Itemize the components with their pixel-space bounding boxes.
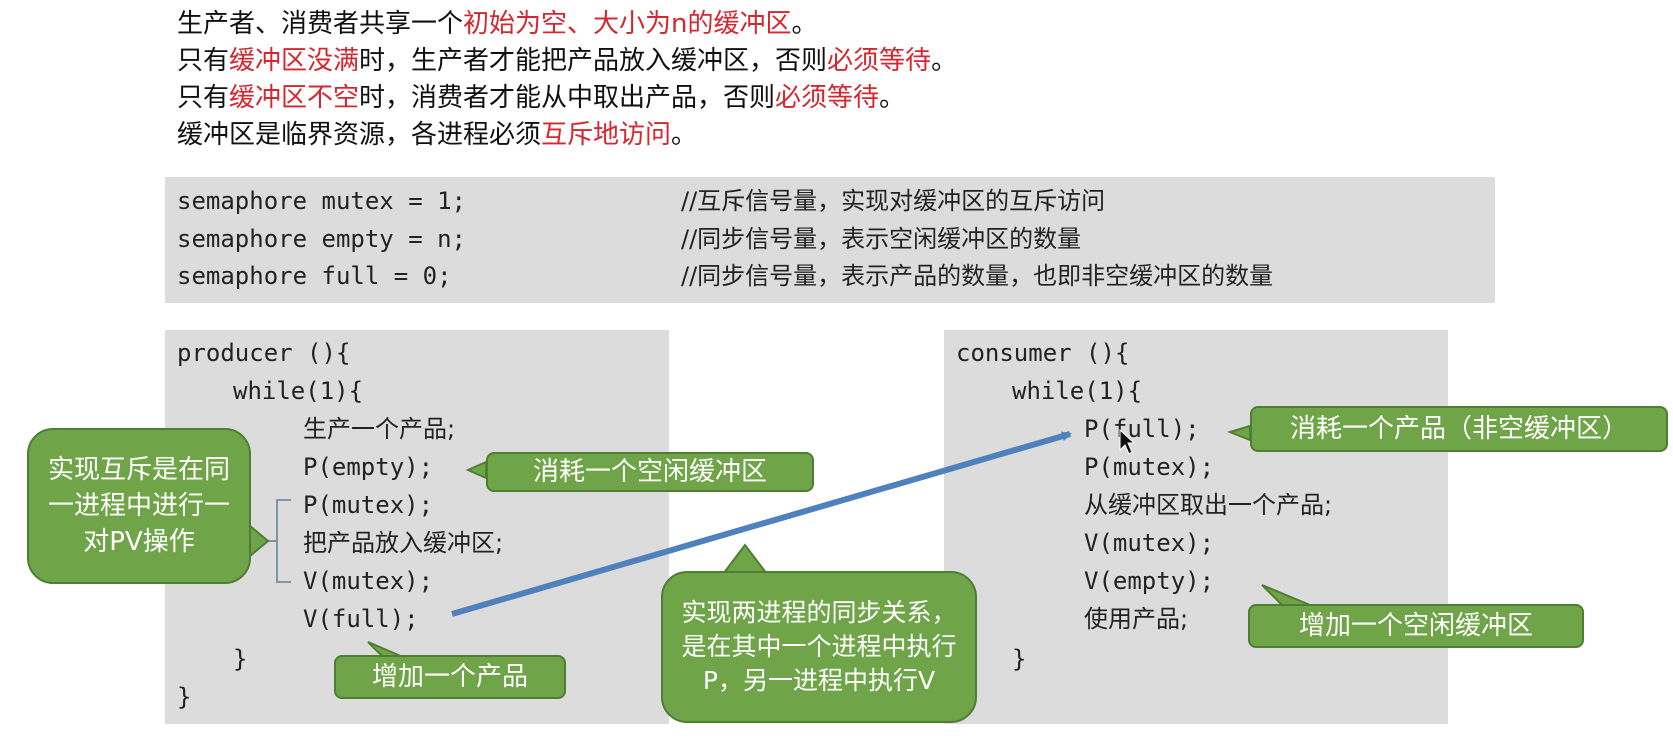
semaphore-declarations: semaphore mutex = 1;//互斥信号量，实现对缓冲区的互斥访问 … xyxy=(165,177,1495,303)
intro-line-2: 只有缓冲区没满时，生产者才能把产品放入缓冲区，否则必须等待。 xyxy=(177,43,957,80)
producer-line-v-mutex: V(mutex); xyxy=(303,567,434,595)
intro-text-span: 。 xyxy=(931,46,958,76)
producer-line-p-empty: P(empty); xyxy=(303,453,434,481)
intro-line-1: 生产者、消费者共享一个初始为空、大小为n的缓冲区。 xyxy=(177,6,957,43)
producer-outer-close: } xyxy=(177,683,192,711)
intro-line-4: 缓冲区是临界资源，各进程必须互斥地访问。 xyxy=(177,117,957,154)
intro-line-3: 只有缓冲区不空时，消费者才能从中取出产品，否则必须等待。 xyxy=(177,80,957,117)
highlight-text: 必须等待 xyxy=(827,46,932,76)
intro-text-span: 缓冲区是临界资源，各进程必须 xyxy=(177,120,542,150)
callout-text: 消耗一个空闲缓冲区 xyxy=(532,457,767,487)
consume-product-pointer xyxy=(1226,424,1251,442)
consume-product-callout: 消耗一个产品（非空缓冲区） xyxy=(1250,406,1668,452)
intro-text-span: 只有 xyxy=(177,46,230,76)
producer-code-box: producer (){ while(1){ 生产一个产品; P(empty);… xyxy=(165,330,669,724)
sync-arrow xyxy=(451,431,1072,617)
producer-line-put: 把产品放入缓冲区; xyxy=(303,529,504,557)
semaphore-decl: semaphore mutex = 1; xyxy=(177,187,466,215)
consumer-line-take: 从缓冲区取出一个产品; xyxy=(1084,491,1333,519)
producer-while: while(1){ xyxy=(233,377,364,405)
consumer-inner-close: } xyxy=(1012,645,1027,673)
semaphore-comment: //同步信号量，表示产品的数量，也即非空缓冲区的数量 xyxy=(681,262,1274,290)
consume-empty-pointer xyxy=(465,460,487,480)
semaphore-full-line: semaphore full = 0; //同步信号量，表示产品的数量，也即非空缓… xyxy=(177,258,1273,294)
consumer-line-use: 使用产品; xyxy=(1084,605,1189,633)
semaphore-comment: //互斥信号量，实现对缓冲区的互斥访问 xyxy=(681,187,1106,215)
producer-line-p-mutex: P(mutex); xyxy=(303,491,434,519)
callout-text: 实现互斥是在同一进程中进行一对PV操作 xyxy=(47,455,230,557)
add-empty-pointer xyxy=(1261,584,1311,606)
semaphore-decl: semaphore full = 0; xyxy=(177,262,452,290)
intro-text-span: 时，消费者才能从中取出产品，否则 xyxy=(359,83,776,113)
highlight-text: 初始为空、大小为n的缓冲区 xyxy=(463,9,792,39)
consume-empty-callout: 消耗一个空闲缓冲区 xyxy=(486,452,814,492)
sync-note-callout: 实现两进程的同步关系，是在其中一个进程中执行P，另一进程中执行V xyxy=(661,571,977,723)
intro-text-span: 。 xyxy=(879,83,906,113)
semaphore-empty-line: semaphore empty = n; //同步信号量，表示空闲缓冲区的数量 xyxy=(177,221,1081,257)
semaphore-mutex-line: semaphore mutex = 1; //互斥信号量，实现对缓冲区的互斥访问 xyxy=(177,183,1105,219)
mouse-cursor-icon xyxy=(1119,428,1136,455)
semaphore-decl: semaphore empty = n; xyxy=(177,225,466,253)
highlight-text: 互斥地访问 xyxy=(541,120,672,150)
add-empty-callout: 增加一个空闲缓冲区 xyxy=(1248,604,1584,648)
consumer-code-box: consumer (){ while(1){ P(full); P(mutex)… xyxy=(944,330,1448,724)
intro-text: 生产者、消费者共享一个初始为空、大小为n的缓冲区。 只有缓冲区没满时，生产者才能… xyxy=(177,6,957,154)
consumer-line-v-mutex: V(mutex); xyxy=(1084,529,1215,557)
semaphore-comment: //同步信号量，表示空闲缓冲区的数量 xyxy=(681,225,1082,253)
add-product-callout: 增加一个产品 xyxy=(334,655,566,699)
highlight-text: 缓冲区没满 xyxy=(229,46,360,76)
intro-text-span: 。 xyxy=(671,120,698,150)
intro-text-span: 只有 xyxy=(177,83,230,113)
callout-text: 实现两进程的同步关系，是在其中一个进程中执行P，另一进程中执行V xyxy=(681,598,957,695)
mutex-callout-pointer xyxy=(249,523,270,559)
callout-text: 增加一个产品 xyxy=(371,662,528,692)
intro-text-span: 。 xyxy=(791,9,818,39)
producer-inner-close: } xyxy=(233,645,248,673)
highlight-text: 缓冲区不空 xyxy=(229,83,360,113)
consumer-header: consumer (){ xyxy=(956,339,1130,367)
intro-text-span: 时，生产者才能把产品放入缓冲区，否则 xyxy=(359,46,828,76)
consumer-while: while(1){ xyxy=(1012,377,1143,405)
producer-header: producer (){ xyxy=(177,339,351,367)
mutex-brace xyxy=(267,499,291,583)
callout-text: 增加一个空闲缓冲区 xyxy=(1298,611,1533,641)
callout-text: 消耗一个产品（非空缓冲区） xyxy=(1289,414,1628,444)
consumer-line-p-full: P(full); xyxy=(1084,415,1200,443)
producer-line-v-full: V(full); xyxy=(303,605,419,633)
intro-text-span: 生产者、消费者共享一个 xyxy=(177,9,464,39)
consumer-line-v-empty: V(empty); xyxy=(1084,567,1215,595)
consumer-line-p-mutex: P(mutex); xyxy=(1084,453,1215,481)
mutex-note-callout: 实现互斥是在同一进程中进行一对PV操作 xyxy=(27,428,251,584)
highlight-text: 必须等待 xyxy=(775,83,880,113)
producer-line-produce: 生产一个产品; xyxy=(303,415,456,443)
